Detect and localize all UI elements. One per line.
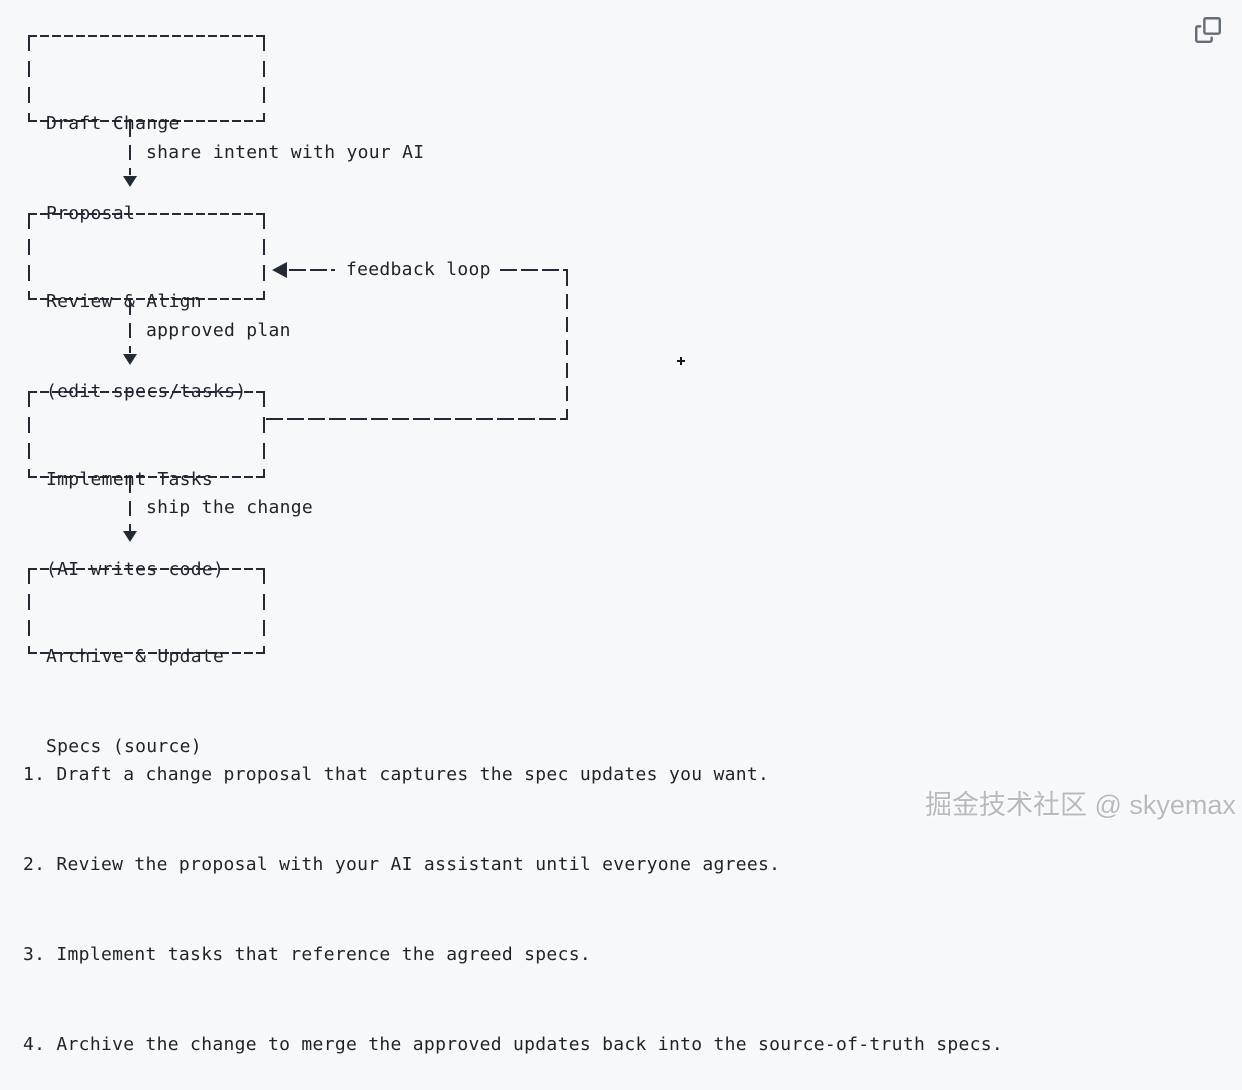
- box-line: Implement Tasks: [46, 469, 214, 490]
- feedback-line-right: [500, 269, 568, 271]
- connector-implement-to-archive: [129, 478, 131, 531]
- step-item: 2. Review the proposal with your AI assi…: [23, 854, 781, 875]
- box-line: Review & Align: [46, 291, 202, 312]
- flow-box-implement-tasks: Implement Tasks (AI writes code): [28, 391, 265, 580]
- connector-draft-to-review: [129, 122, 131, 175]
- step-item: 1. Draft a change proposal that captures…: [23, 764, 770, 785]
- copy-icon: [1195, 17, 1221, 43]
- step-item: 3. Implement tasks that reference the ag…: [23, 944, 591, 965]
- steps-list: 1. Draft a change proposal that captures…: [23, 700, 1003, 1090]
- feedback-line-left: [289, 269, 335, 271]
- box-line: Proposal: [46, 199, 265, 229]
- arrow-down-icon: [123, 531, 137, 542]
- arrow-left-icon: [272, 262, 287, 278]
- code-block: { "colors":{ "background":"#f6f8fa", "te…: [23, 12, 1236, 1055]
- flow-box-draft-change-proposal: Draft Change Proposal: [28, 35, 265, 224]
- copy-button[interactable]: [1190, 12, 1226, 48]
- box-line: Draft Change: [46, 113, 180, 134]
- box-line: Specs (source): [46, 736, 202, 757]
- box-line: (AI writes code): [46, 555, 265, 585]
- feedback-line-bottom: [266, 418, 568, 420]
- step-item: 4. Archive the change to merge the appro…: [23, 1034, 1004, 1055]
- arrow-down-icon: [123, 176, 137, 187]
- edge-label-approved-plan: approved plan: [146, 320, 291, 341]
- box-line: Archive & Update: [46, 646, 225, 667]
- connector-review-to-implement: [129, 300, 131, 353]
- watermark: 掘金技术社区 @ skyemax: [925, 790, 1236, 820]
- flow-box-archive-update-specs: Archive & Update Specs (source): [28, 568, 265, 757]
- box-line: (edit specs/tasks): [46, 377, 265, 407]
- edge-label-feedback-loop: feedback loop: [346, 259, 491, 280]
- edge-label-share-intent: share intent with your AI: [146, 142, 425, 163]
- arrow-down-icon: [123, 354, 137, 365]
- feedback-line-vertical: [566, 271, 568, 419]
- edge-label-ship-change: ship the change: [146, 497, 314, 518]
- cursor-artifact: [677, 357, 685, 365]
- flow-box-review-align: Review & Align (edit specs/tasks): [28, 213, 265, 402]
